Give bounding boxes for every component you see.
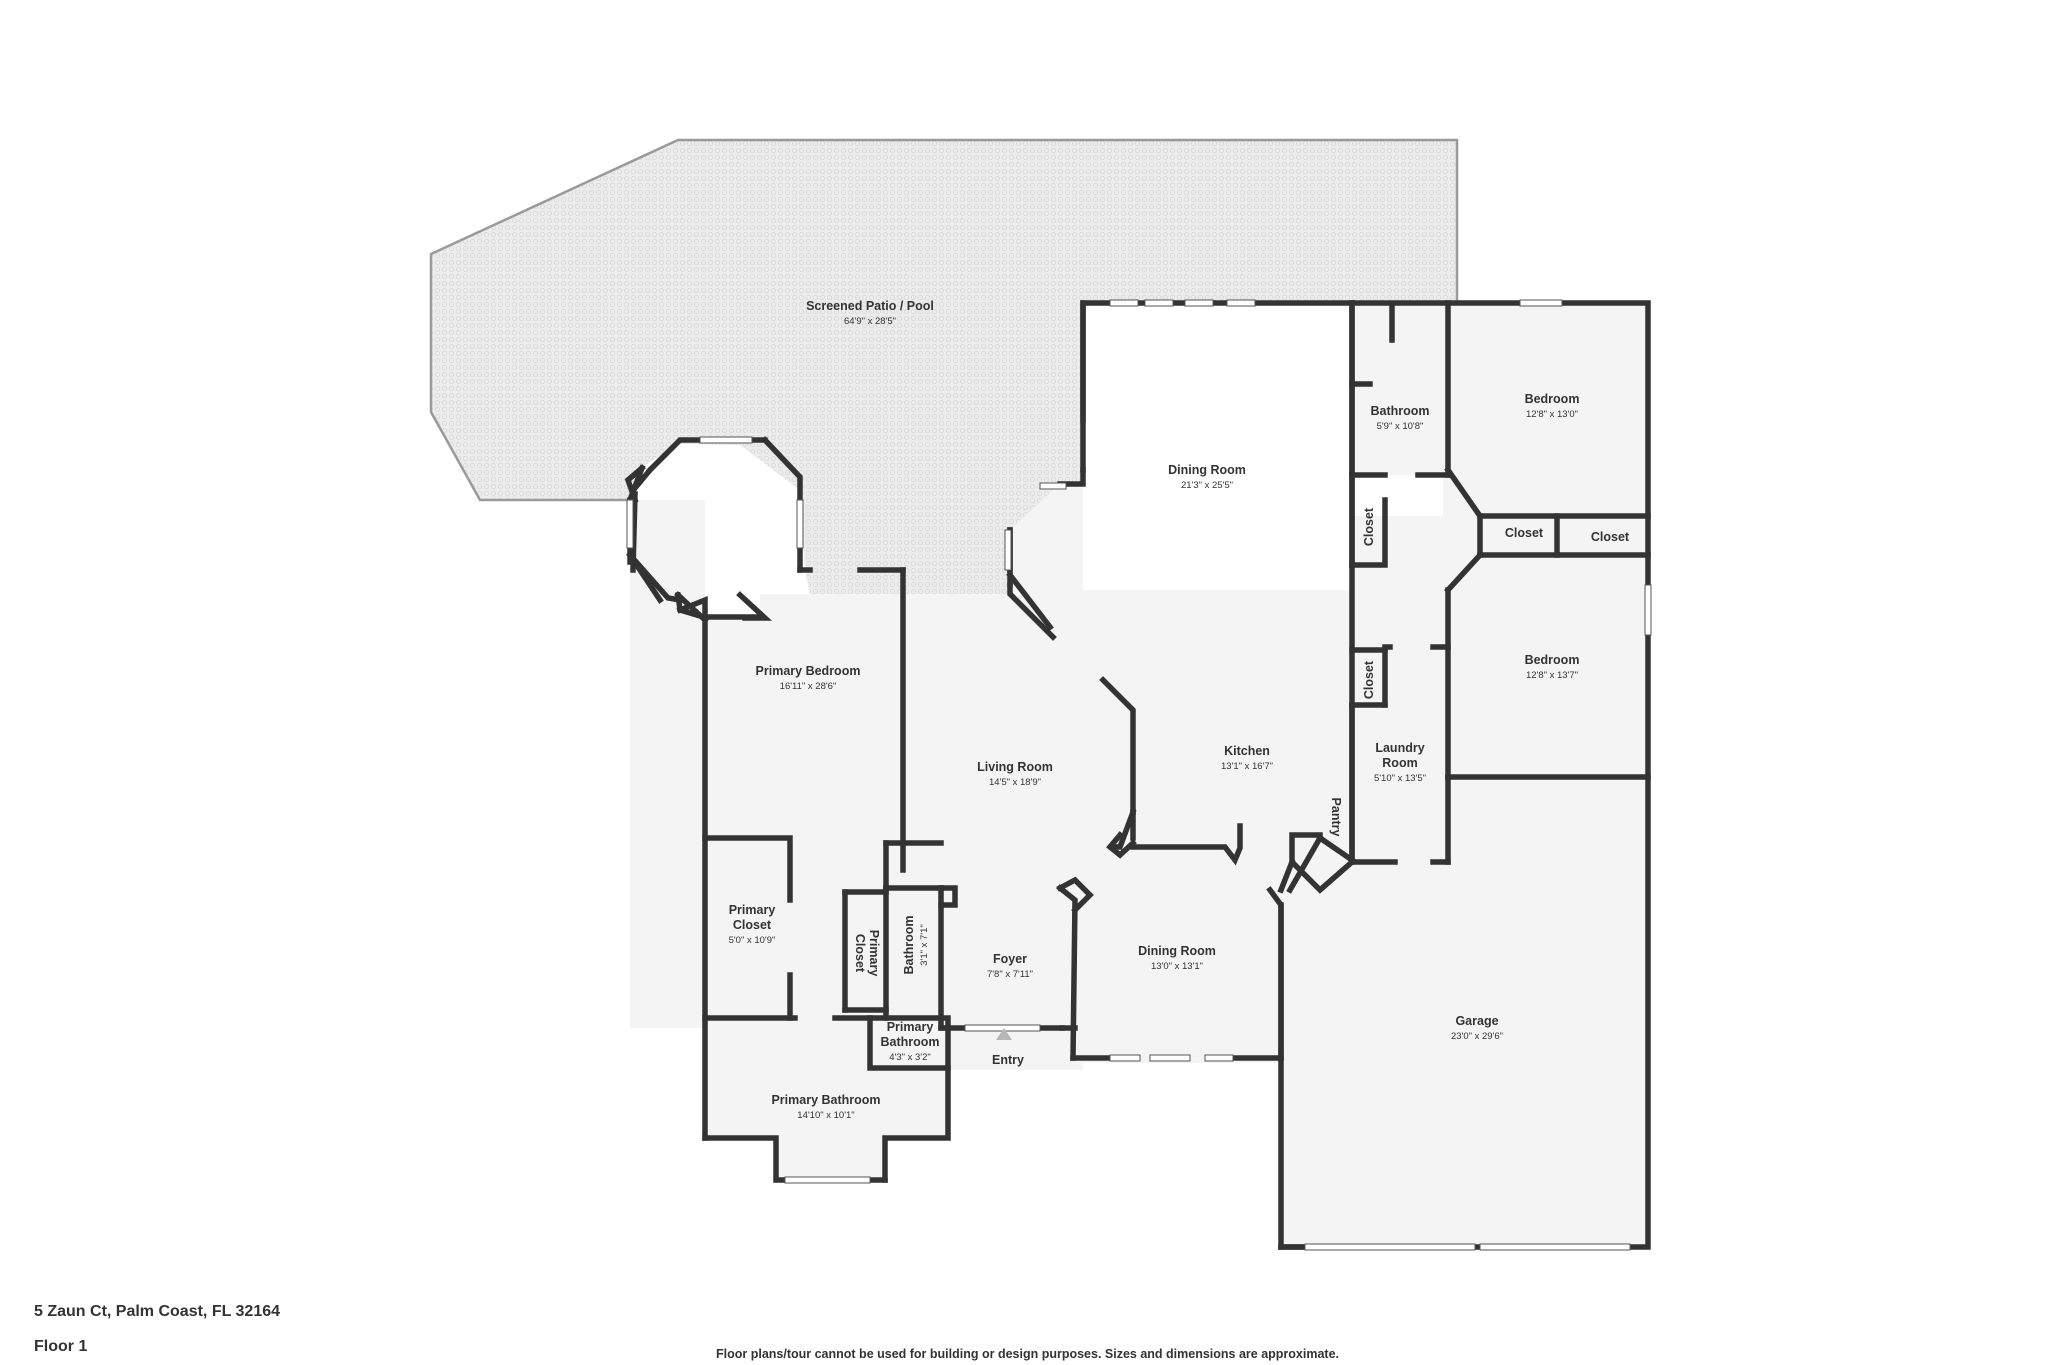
dims-living-room: 14'5" x 18'9" — [989, 777, 1041, 788]
dims-garage: 23'0" x 29'6" — [1451, 1031, 1503, 1042]
label-bedroom-north: Bedroom — [1525, 392, 1580, 406]
dims-laundry-room: 5'10" x 13'5" — [1374, 773, 1426, 784]
label-primary-closet-large-1: Primary — [729, 903, 776, 917]
dims-primary-closet-large: 5'0" x 10'9" — [729, 935, 776, 946]
dims-bedroom-south: 12'8" x 13'7" — [1526, 670, 1578, 681]
dims-bedroom-north: 12'8" x 13'0" — [1526, 409, 1578, 420]
label-bedroom-south: Bedroom — [1525, 653, 1580, 667]
label-laundry-room-1: Laundry — [1375, 741, 1424, 755]
dims-dining-room-north: 21'3" x 25'5" — [1181, 480, 1233, 491]
dims-bathroom-small: 3'1" x 7'1" — [919, 924, 930, 966]
label-primary-bathroom-small-2: Bathroom — [880, 1035, 939, 1049]
label-pantry: Pantry — [1329, 798, 1343, 837]
dims-kitchen: 13'1" x 16'7" — [1221, 761, 1273, 772]
patio-screen-outline — [429, 138, 1459, 502]
disclaimer-text: Floor plans/tour cannot be used for buil… — [716, 1347, 1340, 1361]
floor-label: Floor 1 — [34, 1338, 88, 1355]
label-primary-closet-small-1: Primary — [867, 930, 881, 977]
label-entry: Entry — [992, 1053, 1024, 1067]
dims-foyer: 7'8" x 7'11" — [987, 969, 1033, 980]
dims-screened-patio: 64'9" x 28'5" — [844, 316, 896, 327]
label-primary-bedroom: Primary Bedroom — [756, 664, 861, 678]
label-closet-hall-1: Closet — [1362, 507, 1376, 546]
label-closet-bedroom-1: Closet — [1505, 526, 1544, 540]
label-kitchen: Kitchen — [1224, 744, 1270, 758]
dims-dining-room-south: 13'0" x 13'1" — [1151, 961, 1203, 972]
label-living-room: Living Room — [977, 760, 1053, 774]
walls — [624, 300, 1651, 1250]
label-closet-hall-2: Closet — [1362, 660, 1376, 699]
interior-floors — [630, 303, 1648, 1247]
label-dining-room-south: Dining Room — [1138, 944, 1216, 958]
property-address: 5 Zaun Ct, Palm Coast, FL 32164 — [34, 1303, 281, 1320]
label-primary-bathroom: Primary Bathroom — [771, 1093, 880, 1107]
windows — [626, 299, 1652, 1251]
label-primary-closet-large-2: Closet — [733, 918, 772, 932]
label-foyer: Foyer — [993, 952, 1027, 966]
dims-primary-bathroom: 14'10" x 10'1" — [797, 1110, 854, 1121]
label-primary-closet-small-2: Closet — [853, 934, 867, 973]
label-screened-patio: Screened Patio / Pool — [806, 299, 934, 313]
label-closet-bedroom-2: Closet — [1591, 530, 1630, 544]
label-primary-bathroom-small-1: Primary — [887, 1020, 934, 1034]
label-bathroom-small: Bathroom — [902, 915, 916, 974]
room-labels: Screened Patio / Pool 64'9" x 28'5" Dini… — [729, 299, 1630, 1121]
label-garage: Garage — [1455, 1014, 1498, 1028]
label-bathroom-north: Bathroom — [1370, 404, 1429, 418]
dims-primary-bathroom-small: 4'3" x 3'2" — [889, 1052, 931, 1063]
label-dining-room-north: Dining Room — [1168, 463, 1246, 477]
dims-primary-bedroom: 16'11" x 28'6" — [780, 681, 837, 692]
screened-patio-floor — [431, 140, 1457, 594]
label-laundry-room-2: Room — [1382, 756, 1417, 770]
dims-bathroom-north: 5'9" x 10'8" — [1377, 421, 1424, 432]
entry-arrow-icon — [996, 1028, 1012, 1040]
